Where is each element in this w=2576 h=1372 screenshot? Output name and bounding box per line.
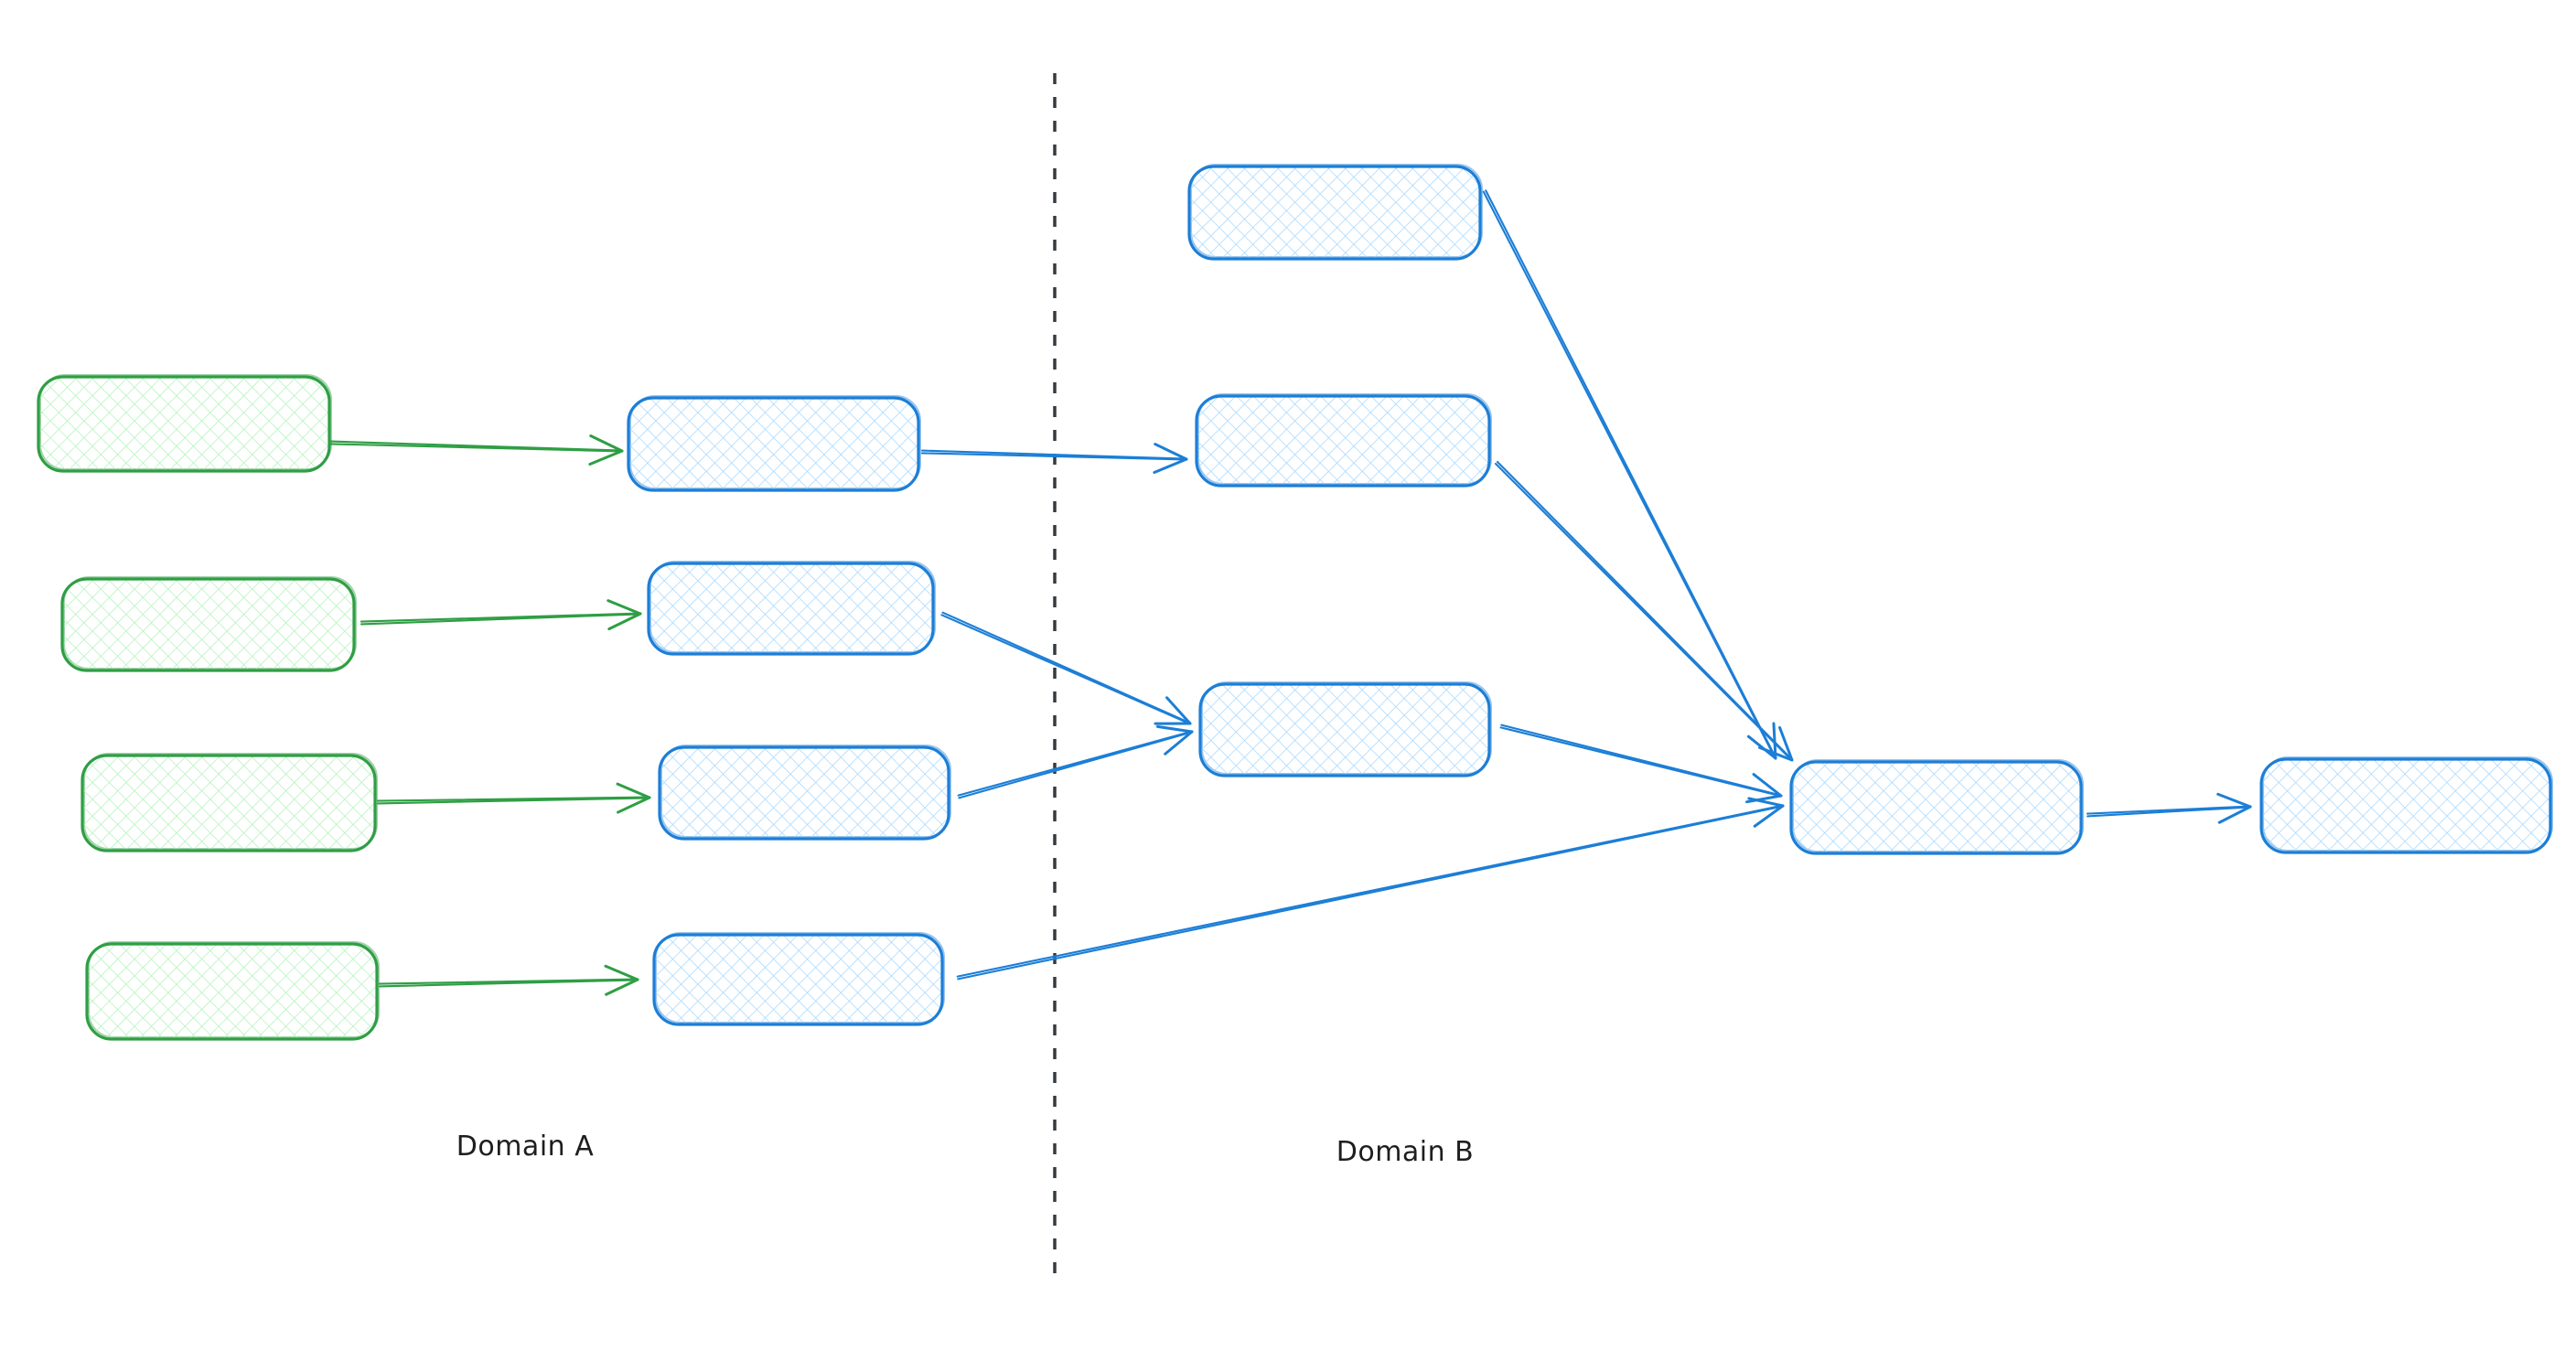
domain-b-label[interactable]: Domain B — [1336, 1136, 1475, 1168]
node-green-source-2[interactable] — [60, 576, 357, 672]
edge-domain-b-node-2-to-merge-node[interactable] — [1494, 460, 1794, 762]
node-domain-b-node-1[interactable] — [1187, 164, 1483, 261]
node-green-source-3[interactable] — [80, 753, 378, 852]
edge-domain-a-node-4-to-merge-node[interactable] — [956, 797, 1785, 981]
edge-green-source-1-to-domain-a-node-1[interactable] — [329, 434, 624, 466]
node-domain-a-node-2[interactable] — [647, 561, 936, 656]
node-domain-b-node-2[interactable] — [1195, 393, 1492, 488]
node-domain-a-node-4[interactable] — [652, 932, 945, 1026]
node-domain-b-node-3[interactable] — [1198, 681, 1492, 777]
node-domain-a-node-1[interactable] — [627, 395, 921, 492]
edge-domain-b-node-1-to-merge-node[interactable] — [1482, 189, 1777, 760]
edge-domain-b-node-3-to-merge-node[interactable] — [1499, 724, 1783, 804]
node-domain-a-node-3[interactable] — [658, 745, 951, 841]
edge-green-source-2-to-domain-a-node-2[interactable] — [360, 599, 642, 631]
edge-green-source-4-to-domain-a-node-4[interactable] — [378, 964, 639, 996]
edge-merge-node-to-output-node[interactable] — [2086, 792, 2252, 824]
edge-green-source-3-to-domain-a-node-3[interactable] — [376, 782, 651, 814]
edge-domain-a-node-1-to-domain-b-node-2[interactable] — [920, 443, 1188, 475]
node-green-source-4[interactable] — [85, 941, 380, 1041]
edge-domain-a-node-3-to-domain-b-node-3[interactable] — [957, 724, 1194, 799]
node-merge-node[interactable] — [1789, 759, 2084, 855]
node-green-source-1[interactable] — [37, 374, 332, 473]
edge-domain-a-node-2-to-domain-b-node-3[interactable] — [940, 611, 1192, 725]
node-output-node[interactable] — [2259, 756, 2553, 854]
domain-a-label[interactable]: Domain A — [456, 1131, 594, 1163]
